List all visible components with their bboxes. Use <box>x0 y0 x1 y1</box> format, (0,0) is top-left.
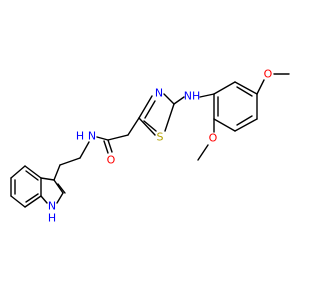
bond <box>163 93 175 105</box>
atom-label-n-amide: N <box>88 130 96 143</box>
atom-label-s-thiazole: S <box>157 131 164 144</box>
atom-label-h-indole: H <box>48 212 56 225</box>
bond <box>213 118 236 132</box>
molecule-canvas: NH N S O O O N H N H <box>10 67 290 225</box>
bond <box>138 95 153 119</box>
bond <box>213 81 236 95</box>
molecule-structure: NH N S O O O N H N H <box>10 68 290 225</box>
bond <box>96 136 109 141</box>
bond <box>53 164 61 181</box>
bond <box>164 103 175 132</box>
bond <box>59 157 81 166</box>
atom-label-h-amide: H <box>76 130 84 143</box>
bond <box>256 79 265 95</box>
bond <box>173 96 185 105</box>
atom-label-o-carbonyl: O <box>107 154 116 167</box>
atom-label-n-indole: N <box>48 200 56 213</box>
bond <box>56 192 64 204</box>
bond <box>107 134 129 141</box>
bond <box>24 165 42 179</box>
bond <box>107 139 113 153</box>
atom-label-o-methoxy-top: O <box>264 68 273 81</box>
atom-label-n-thiazole: N <box>155 87 163 100</box>
bond <box>103 140 109 154</box>
bond <box>199 93 215 98</box>
bond <box>53 179 64 194</box>
bond <box>79 141 90 159</box>
bond <box>143 120 157 132</box>
bond <box>25 170 39 181</box>
atom-labels: NH N S O O O N H N H <box>48 68 273 225</box>
bond <box>236 115 253 126</box>
bond <box>127 117 140 136</box>
bond <box>10 195 26 208</box>
bond <box>197 144 209 161</box>
bond <box>24 195 42 208</box>
bonds <box>10 73 290 208</box>
bond <box>10 165 26 179</box>
bond <box>234 118 258 132</box>
bond <box>40 177 55 181</box>
atom-label-o-methoxy-bottom: O <box>209 132 218 145</box>
bond <box>236 86 253 97</box>
atom-label-nh-aniline: NH <box>184 90 201 103</box>
bond <box>40 195 48 204</box>
bond <box>234 81 258 95</box>
bond <box>57 183 66 194</box>
bond <box>138 117 156 136</box>
bond <box>144 100 156 119</box>
bond <box>25 193 39 203</box>
